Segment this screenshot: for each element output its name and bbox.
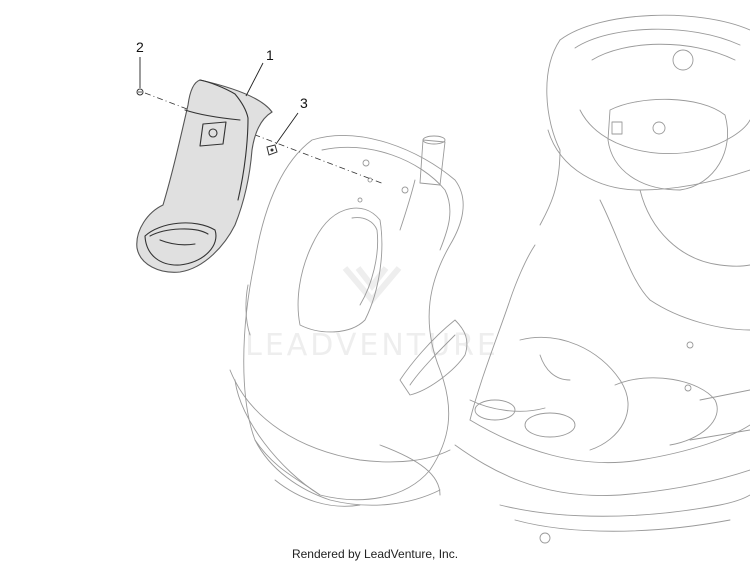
part-1-cover[interactable]	[136, 79, 273, 273]
assembly-axis	[144, 92, 385, 185]
footer-credit: Rendered by LeadVenture, Inc.	[291, 547, 459, 561]
scooter-body	[454, 14, 750, 544]
watermark: LEADVENTURE	[245, 266, 499, 363]
part-2-screw[interactable]	[136, 88, 144, 96]
leader-lines	[139, 57, 299, 145]
front-shield	[229, 135, 468, 507]
part-3-clip[interactable]	[266, 144, 278, 156]
callout-2[interactable]: 2	[136, 39, 144, 55]
callout-1[interactable]: 1	[266, 47, 274, 63]
callout-3[interactable]: 3	[300, 95, 308, 111]
watermark-text: LEADVENTURE	[245, 328, 499, 363]
